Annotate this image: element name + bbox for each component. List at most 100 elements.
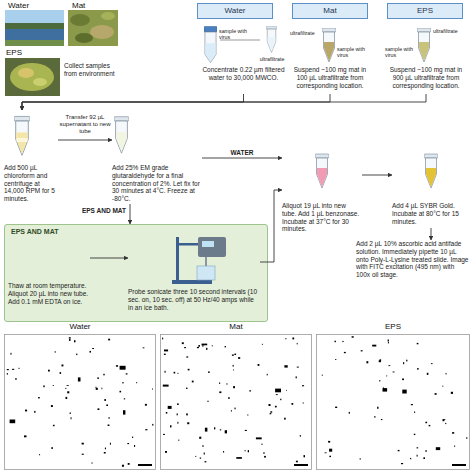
particle-speck <box>67 391 69 393</box>
particle-speck <box>267 374 268 376</box>
particle-speck <box>414 434 416 435</box>
particle-speck <box>258 364 260 366</box>
particle-speck <box>208 371 210 373</box>
step-text: Suspend ~100 mg mat in 900 µL ultrafiltr… <box>385 66 467 89</box>
particle-speck <box>388 340 389 342</box>
scale-bar <box>294 464 308 466</box>
particle-speck <box>166 412 168 414</box>
scale-bar <box>452 464 466 466</box>
lake <box>5 29 64 46</box>
particle-speck <box>145 429 147 430</box>
particle-speck <box>12 369 14 370</box>
particle-speck <box>427 373 429 375</box>
particle-speck <box>225 346 226 347</box>
particle-speck <box>192 381 194 383</box>
sample-label: EPS <box>6 48 46 58</box>
step-text: EPS <box>316 322 470 332</box>
particle-speck <box>197 347 199 348</box>
particle-speck <box>96 388 98 390</box>
particle-speck <box>402 390 406 394</box>
sample-label: Mat <box>72 1 112 11</box>
particle-speck <box>53 385 54 386</box>
particle-speck <box>48 370 50 372</box>
step-text: Add 500 µL chloroform and centrifuge at … <box>4 164 58 203</box>
particle-speck <box>128 463 130 465</box>
particle-speck <box>233 365 234 367</box>
step-text: Mat <box>160 322 312 332</box>
mat-patch <box>101 12 115 20</box>
particle-speck <box>431 363 433 365</box>
particle-speck <box>92 348 94 349</box>
aqueous-layer <box>17 138 28 142</box>
particle-speck <box>19 368 20 369</box>
particle-speck <box>386 375 387 377</box>
particle-speck <box>170 425 172 427</box>
process-step: Thaw at room temperature. Aliquot 20 µL … <box>8 238 90 320</box>
sample-label: Collect samples from environment <box>64 62 122 78</box>
particle-speck <box>466 437 467 438</box>
particle-speck <box>383 388 388 392</box>
particle-speck <box>124 398 125 399</box>
flow-arrow <box>22 94 244 110</box>
particle-speck <box>51 405 53 407</box>
particle-speck <box>188 369 190 371</box>
particle-speck <box>232 355 234 356</box>
sample-header: EPS <box>387 3 463 19</box>
particle-speck <box>182 342 184 344</box>
particle-speck <box>174 372 176 374</box>
step-text: Thaw at room temperature. Aliquot 20 µL … <box>8 282 90 305</box>
sonicator-body <box>198 237 226 257</box>
particle-speck <box>15 378 17 380</box>
particle-speck <box>200 458 201 459</box>
particle-speck <box>275 389 281 393</box>
filtrate-tube <box>266 26 277 52</box>
stand-arm <box>176 243 198 246</box>
particle-speck <box>233 386 235 388</box>
particle-speck <box>122 465 124 467</box>
mat-tube <box>322 28 336 62</box>
particle-speck <box>296 461 298 463</box>
step-text: EPS <box>388 4 462 18</box>
particle-speck <box>275 406 277 408</box>
particle-speck <box>296 343 298 345</box>
particle-speck <box>206 348 207 350</box>
particle-speck <box>122 382 124 383</box>
particle-speck <box>219 391 221 393</box>
particle-speck <box>444 419 445 421</box>
sample-header: Mat <box>292 3 368 19</box>
particle-speck <box>163 385 169 387</box>
particle-speck <box>238 357 240 359</box>
particle-speck <box>389 365 391 367</box>
process-step: Add 500 µL chloroform and centrifuge at … <box>4 110 58 204</box>
eps-photo <box>5 58 60 96</box>
particle-speck <box>264 456 266 458</box>
particle-speck <box>134 445 135 447</box>
particle-speck <box>256 437 262 439</box>
particle-speck <box>359 458 361 460</box>
particle-speck <box>352 336 354 338</box>
particle-speck <box>245 430 247 431</box>
particle-speck <box>70 417 72 419</box>
process-step: Aliquot 19 µL into new tube. Add 1 µL be… <box>282 150 362 236</box>
particle-speck <box>231 410 232 411</box>
particle-speck <box>247 414 249 415</box>
stand-rod <box>176 237 179 281</box>
particle-speck <box>284 365 287 367</box>
particle-speck <box>207 400 209 402</box>
flow-arrow <box>22 94 330 110</box>
particle-speck <box>127 443 129 444</box>
micrograph-panel: Water <box>4 322 156 471</box>
particle-speck <box>168 406 172 409</box>
flow-arrow <box>130 204 131 224</box>
particle-speck <box>67 385 69 387</box>
particle-speck <box>228 397 230 399</box>
particle-speck <box>199 437 201 439</box>
step-text: Suspend ~100 mg mat in 100 µL ultrafiltr… <box>290 66 370 89</box>
particle-speck <box>380 359 382 361</box>
benzonase-tube <box>315 154 329 188</box>
step-text: Water <box>198 4 272 18</box>
particle-speck <box>165 371 166 373</box>
process-step: Probe sonicate three 10 second intervals… <box>128 234 260 320</box>
step-text: Probe sonicate three 10 second intervals… <box>128 288 260 311</box>
particle-speck <box>398 450 400 451</box>
